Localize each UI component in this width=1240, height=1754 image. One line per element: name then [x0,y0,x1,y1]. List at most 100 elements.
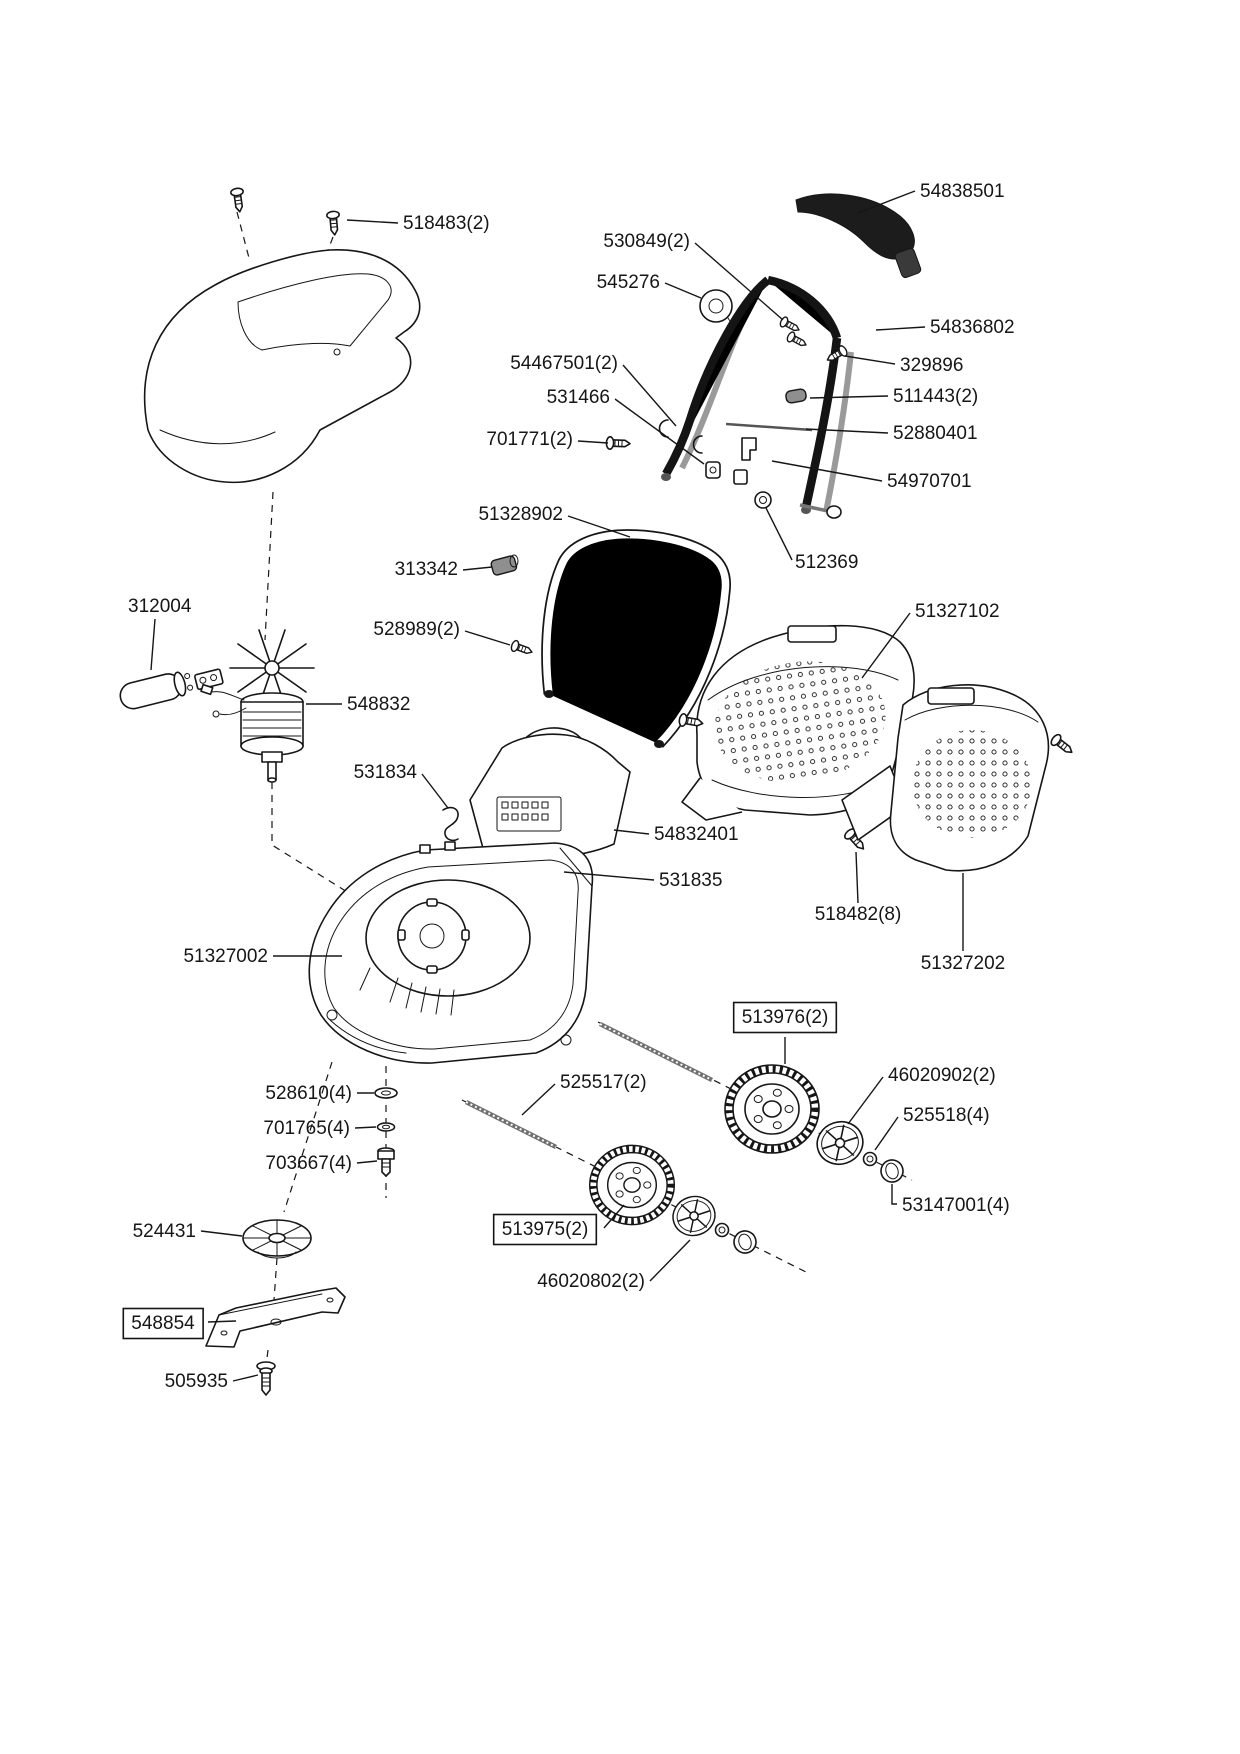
part-label-513976-2: 513976(2) [742,1007,829,1028]
bolt-shape [377,1147,395,1177]
axle-shape [464,1021,714,1150]
part-label-545276: 545276 [597,272,660,293]
part-label-329896: 329896 [900,355,963,376]
part-label-703667-4: 703667(4) [265,1153,352,1174]
label-box-513975-2 [492,1213,598,1246]
leader-line-52880401 [805,428,889,434]
leader-line-312004 [150,618,156,671]
part-label-52880401: 52880401 [893,423,978,444]
leader-line-51327102 [861,612,911,679]
leader-line-505935 [232,1374,259,1382]
part-label-54832401: 54832401 [654,824,739,845]
washer-shape [374,1087,398,1132]
label-box-513976-2 [732,1001,838,1034]
long-bolt-shape [799,503,842,519]
leader-line-53147001-4 [891,1184,897,1205]
leader-line-525517-2 [521,1083,556,1116]
terminal-block-shape [194,668,224,691]
part-label-531835: 531835 [659,870,722,891]
part-label-312004: 312004 [128,596,192,617]
blade-support-shape [242,1219,312,1259]
leader-line-531834 [421,773,449,809]
hood-shape [143,249,421,484]
leader-line-525518-4 [874,1116,899,1151]
leader-line-548854 [207,1320,237,1323]
leader-line-54467501-2 [622,364,677,427]
part-label-54838501: 54838501 [920,181,1005,202]
part-label-524431: 524431 [133,1221,196,1242]
part-label-51327202: 51327202 [921,953,1006,974]
rod-shape [725,422,813,432]
plug-shape [785,388,807,404]
deck-shape [308,841,594,1064]
washer-shape [754,491,772,509]
handle-bow-shape [661,275,854,514]
leader-line-701771-2 [577,440,609,444]
part-label-54836802: 54836802 [930,317,1015,338]
part-label-51327102: 51327102 [915,601,1000,622]
leader-line-54970701 [771,460,883,482]
part-label-313342: 313342 [395,559,458,580]
part-label-46020902-2: 46020902(2) [888,1065,996,1086]
motor-cover-shape [469,727,631,859]
part-label-548832: 548832 [347,694,410,715]
leader-line-51328902 [567,515,631,538]
part-label-513975-2: 513975(2) [502,1219,589,1240]
leader-line-531835 [563,871,655,881]
lower-bow-shape [541,529,731,748]
part-label-530849-2: 530849(2) [603,231,690,252]
part-label-525517-2: 525517(2) [560,1072,647,1093]
capacitor-shape [119,671,194,710]
leader-line-701765-4 [354,1126,377,1129]
part-label-51328902: 51328902 [478,504,563,525]
leader-line-528989-2 [464,630,511,646]
part-label-54970701: 54970701 [887,471,972,492]
part-label-511443-2: 511443(2) [893,386,978,407]
part-label-46020802-2: 46020802(2) [537,1271,645,1292]
leader-line-54836802 [875,326,926,331]
leader-line-703667-4 [356,1160,378,1164]
part-label-53147001-4: 53147001(4) [902,1195,1010,1216]
part-label-54467501-2: 54467501(2) [510,353,618,374]
leader-line-329896 [844,355,896,365]
leader-line-513975-2 [603,1204,625,1229]
part-label-505935: 505935 [165,1371,228,1392]
motor-shape [200,629,315,783]
blade-screw-shape [256,1361,276,1396]
upper-handle-shape [795,193,922,279]
part-label-525518-4: 525518(4) [903,1105,990,1126]
leader-line-512369 [765,507,793,561]
part-label-531834: 531834 [354,762,418,783]
blade-shape [205,1287,346,1348]
leader-line-530849-2 [694,242,784,321]
leader-line-313342 [462,566,493,571]
leader-line-46020802-2 [649,1239,691,1282]
housing-rear-right-shape [841,684,1050,872]
connector-shape [490,554,519,576]
leader-line-524431 [200,1230,243,1237]
part-label-701771-2: 701771(2) [486,429,573,450]
part-label-51327002: 51327002 [183,946,268,967]
part-label-518482-8: 518482(8) [815,904,902,925]
leader-line-518483-2 [346,219,399,224]
leader-line-545276 [664,282,702,299]
clamp-shape [705,437,757,485]
part-label-528989-2: 528989(2) [373,619,460,640]
leader-line-54838501 [857,190,916,214]
leader-line-531466 [614,398,705,465]
housing-rear-left-shape [681,624,915,821]
part-label-548854: 548854 [131,1313,195,1334]
cable-ring-shape [699,289,733,339]
part-label-512369: 512369 [795,552,858,573]
leader-line-518482-8 [855,851,859,904]
leader-line-46020902-2 [847,1076,884,1125]
part-label-528610-4: 528610(4) [265,1083,352,1104]
label-box-548854 [122,1307,204,1340]
part-label-701765-4: 701765(4) [263,1118,350,1139]
part-label-531466: 531466 [547,387,610,408]
part-label-518483-2: 518483(2) [403,213,490,234]
leader-line-511443-2 [809,395,889,399]
